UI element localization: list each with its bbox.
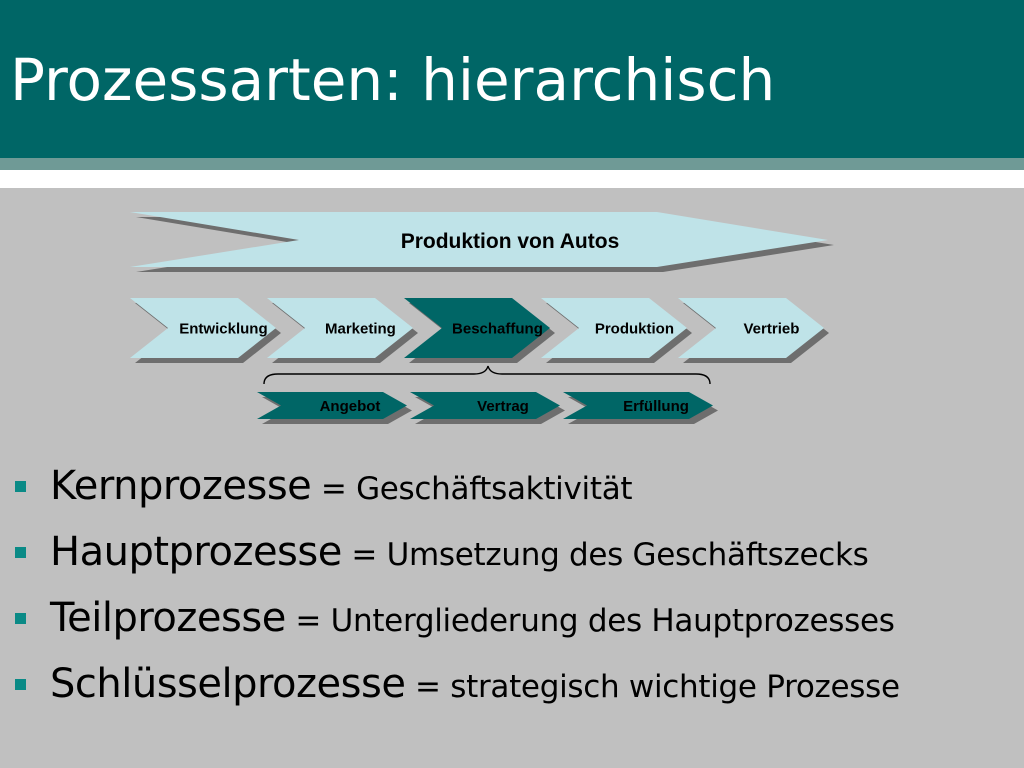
main-process-label: Marketing (325, 320, 396, 337)
bullet-separator: = (405, 669, 451, 705)
bullet-item: Kernprozesse = Geschäftsaktivität (12, 458, 1017, 524)
sub-process-label: Vertrag (477, 398, 529, 415)
top-process[interactable]: Produktion von Autos (130, 212, 834, 272)
square-bullet-icon (15, 481, 26, 492)
bullet-list: Kernprozesse = Geschäftsaktivität Hauptp… (12, 458, 1017, 722)
sub-process-chevron (410, 392, 560, 419)
sub-process-item[interactable]: Angebot (257, 392, 412, 424)
main-process-chevron (130, 298, 276, 358)
square-bullet-icon (15, 613, 26, 624)
bullet-description: Umsetzung des Geschäftszecks (386, 537, 869, 573)
square-bullet-icon (15, 679, 26, 690)
process-hierarchy-diagram: Produktion von Autos Entwicklung Marketin… (130, 212, 834, 424)
title-separator (0, 170, 1024, 188)
main-process-item[interactable]: Beschaffung (404, 298, 555, 363)
subprocess-bracket (263, 365, 711, 385)
sub-process-item[interactable]: Vertrag (410, 392, 565, 424)
bullet-separator: = (311, 471, 357, 507)
bullet-term: Hauptprozesse (50, 529, 342, 575)
main-process-item[interactable]: Entwicklung (130, 298, 281, 363)
bullet-term: Kernprozesse (50, 463, 312, 509)
top-process-label: Produktion von Autos (401, 230, 620, 253)
main-process-label: Entwicklung (179, 320, 267, 337)
main-process-chevron (678, 298, 824, 358)
slide-title: Prozessarten: hierarchisch (10, 46, 776, 114)
bullet-term: Teilprozesse (50, 595, 286, 641)
bullet-separator: = (341, 537, 387, 573)
bullet-description: strategisch wichtige Prozesse (450, 669, 900, 705)
main-process-item[interactable]: Vertrieb (678, 298, 829, 363)
bullet-separator: = (285, 603, 331, 639)
main-process-chevron (404, 298, 550, 358)
sub-process-item[interactable]: Erfüllung (563, 392, 718, 424)
bullet-description: Geschäftsaktivität (356, 471, 633, 507)
sub-process-row: Angebot Vertrag Erfüllung (257, 392, 718, 424)
main-process-label: Beschaffung (452, 320, 543, 337)
sub-process-label: Angebot (320, 398, 381, 415)
sub-process-chevron (563, 392, 713, 419)
title-bar-shadow (0, 158, 1024, 170)
main-process-chevron (541, 298, 687, 358)
main-process-row: Entwicklung Marketing Beschaffung Produktio… (130, 298, 829, 363)
sub-process-label: Erfüllung (623, 398, 689, 415)
bullet-description: Untergliederung des Hauptprozesses (330, 603, 895, 639)
title-bar (0, 0, 1024, 158)
bullet-item: Teilprozesse = Untergliederung des Haupt… (12, 590, 1017, 656)
main-process-label: Vertrieb (744, 320, 800, 337)
main-process-chevron (267, 298, 413, 358)
main-process-item[interactable]: Marketing (267, 298, 418, 363)
main-process-label: Produktion (595, 320, 674, 337)
square-bullet-icon (15, 547, 26, 558)
bullet-item: Schlüsselprozesse = strategisch wichtige… (12, 656, 1017, 722)
sub-process-chevron (257, 392, 407, 419)
top-process-arrow (130, 212, 828, 267)
bullet-item: Hauptprozesse = Umsetzung des Geschäftsz… (12, 524, 1017, 590)
main-process-item[interactable]: Produktion (541, 298, 692, 363)
bullet-term: Schlüsselprozesse (50, 661, 406, 707)
